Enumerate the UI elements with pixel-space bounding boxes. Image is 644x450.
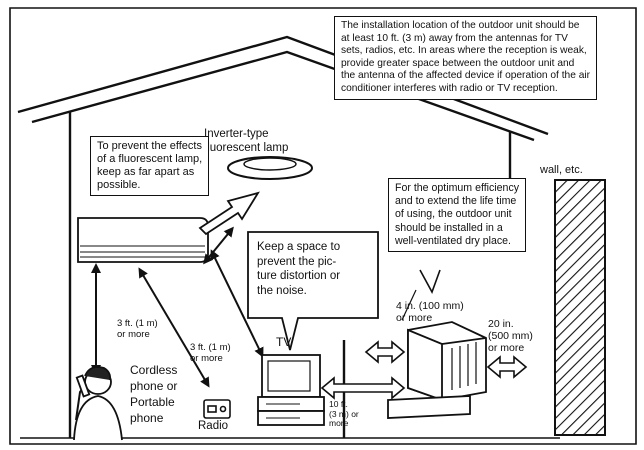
back-clearance-arrow: [486, 355, 528, 379]
tv-distance-arrow: [320, 376, 406, 400]
person-phone: [73, 366, 123, 441]
tv-set: [257, 354, 325, 426]
installation-location-note: The installation location of the outdoor…: [334, 16, 598, 100]
radio-distance-label: 3 ft. (1 m) or more: [190, 342, 231, 364]
lamp-arrow: [198, 191, 260, 236]
front-clearance-label: 4 in. (100 mm) or more: [396, 300, 464, 324]
frame-border: [9, 7, 637, 445]
lamp-label: Inverter-type fluorescent lamp: [204, 128, 289, 154]
tv-label: TV: [276, 335, 292, 349]
outdoor-unit: [387, 321, 487, 419]
wall-label: wall, etc.: [540, 164, 583, 176]
outdoor-unit-note: For the optimum efficiency and to extend…: [388, 178, 527, 253]
radio: [203, 399, 231, 419]
lamp-distance-arrow: [203, 226, 234, 265]
tv-interference-note: Keep a space to prevent the pic- ture di…: [257, 241, 341, 297]
outdoor-note-pointer: [419, 269, 441, 294]
fluorescent-lamp: [227, 156, 313, 180]
phone-label: Cordless phone or Portable phone: [130, 363, 178, 425]
lamp-distance-note: To prevent the effects of a fluorescent …: [90, 136, 210, 196]
front-clearance-leader: [401, 289, 417, 321]
tv-distance-label: 10 ft. (3 m) or more: [329, 399, 359, 428]
hatched-wall: [554, 179, 606, 436]
radio-label: Radio: [198, 420, 229, 432]
front-clearance-arrow: [364, 340, 406, 364]
back-clearance-label: 20 in. (500 mm) or more: [488, 318, 533, 354]
phone-distance-label: 3 ft. (1 m) or more: [117, 318, 158, 340]
distance-arrows: [91, 249, 264, 388]
indoor-unit: [77, 217, 209, 263]
